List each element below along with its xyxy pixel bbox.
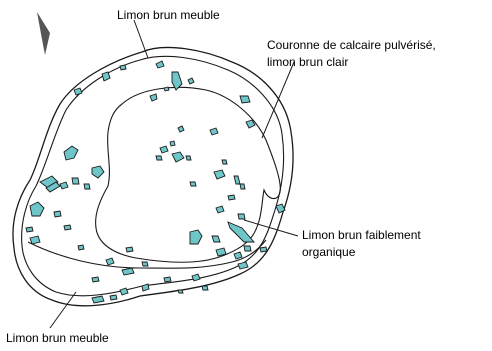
inclusion <box>210 128 218 135</box>
inclusion <box>190 230 202 244</box>
inclusion <box>74 88 82 95</box>
inclusion <box>110 295 117 300</box>
inclusion <box>214 170 225 179</box>
outer-feature-outline <box>13 47 293 305</box>
inclusion <box>122 268 134 275</box>
inclusion <box>106 258 114 265</box>
inclusion <box>228 195 235 200</box>
inclusion <box>142 262 148 266</box>
inclusion <box>164 87 169 91</box>
inclusion <box>234 176 240 184</box>
inclusion <box>92 166 104 178</box>
inclusion <box>234 252 242 259</box>
inclusion <box>120 65 126 70</box>
inclusion <box>202 286 208 290</box>
label-crown-line-2: limon brun clair <box>267 55 348 70</box>
label-crown-line-1: Couronne de calcaire pulvérisé, <box>267 38 436 53</box>
inclusion <box>156 61 164 68</box>
inner-core-outline <box>96 87 281 262</box>
inclusion <box>92 296 104 303</box>
inclusion <box>260 247 267 252</box>
inclusion <box>238 214 245 219</box>
inclusion <box>244 246 251 251</box>
label-center-line-1: Limon brun faiblement <box>302 228 421 243</box>
inclusion <box>216 206 224 213</box>
inclusion <box>172 152 184 162</box>
inclusion <box>178 290 183 293</box>
inclusion <box>120 288 128 295</box>
inclusion <box>60 182 68 189</box>
inclusion <box>142 284 149 291</box>
inclusion <box>102 72 110 81</box>
leader-line-bottom <box>50 292 76 328</box>
inclusion <box>54 211 61 217</box>
inclusion <box>186 156 191 160</box>
inclusion <box>164 277 171 282</box>
inclusion <box>240 184 245 189</box>
inclusion <box>160 146 168 153</box>
inclusion <box>64 225 71 230</box>
inclusion <box>190 182 196 186</box>
label-top-loose-loam: Limon brun meuble <box>117 8 220 23</box>
inclusion <box>78 245 84 250</box>
inclusion <box>126 247 133 252</box>
inclusion <box>228 222 254 242</box>
inclusion <box>64 146 78 160</box>
inclusion <box>240 96 250 103</box>
inclusion <box>192 274 200 281</box>
inclusion <box>26 227 33 232</box>
north-arrow-icon <box>37 12 50 55</box>
inclusion <box>150 94 157 101</box>
label-bottom-loose-loam: Limon brun meuble <box>6 331 109 346</box>
inclusion <box>30 202 44 216</box>
inclusion <box>188 78 194 84</box>
inclusion <box>178 126 184 132</box>
inclusion <box>216 248 226 256</box>
inclusion <box>170 141 175 146</box>
inclusion <box>156 156 162 160</box>
inclusion <box>212 236 220 242</box>
inclusion <box>84 184 90 189</box>
inclusion <box>30 236 40 244</box>
inclusion <box>72 178 79 184</box>
inclusion <box>92 277 99 282</box>
inclusion <box>238 262 248 269</box>
inclusion <box>222 160 227 164</box>
label-center-line-2: organique <box>302 245 355 260</box>
